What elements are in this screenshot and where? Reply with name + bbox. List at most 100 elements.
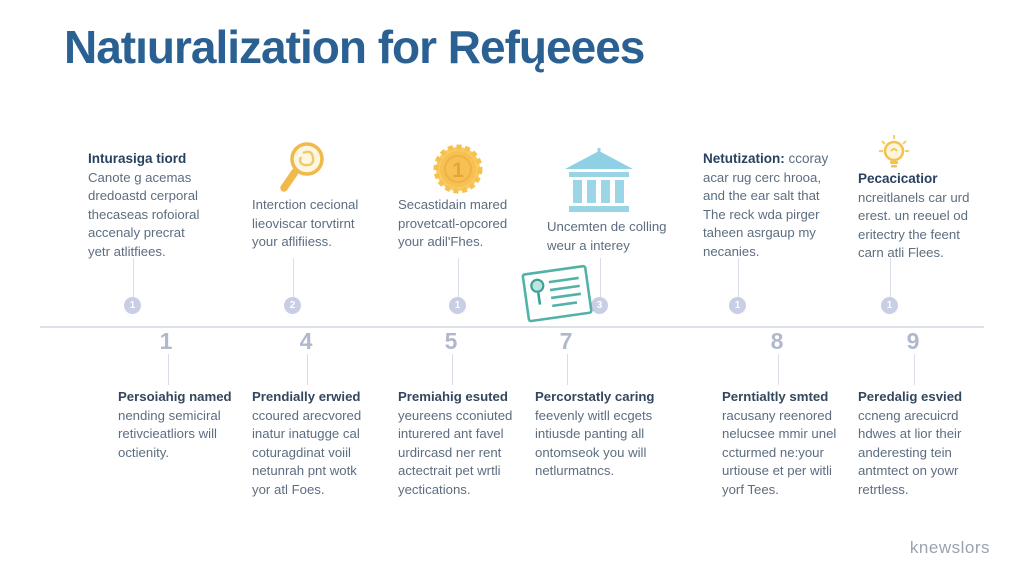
text-line: Prendially erwied bbox=[252, 389, 361, 404]
timeline-number: 8 bbox=[770, 328, 784, 354]
step-text: Prendially erwied ccoured arecvored inatur… bbox=[252, 388, 408, 499]
text-line: Peredalig esvied bbox=[858, 389, 963, 404]
step-text: Perntialtly smted racusany reenored nelucs… bbox=[722, 388, 878, 499]
text-line: feevenly witll ecgets bbox=[535, 407, 653, 423]
text-line: Persoiahig named bbox=[118, 389, 232, 404]
text-line: Premiahig esuted bbox=[398, 389, 508, 404]
step-top-6: Pecacicatior ncreitlanels car urd erest. … bbox=[858, 170, 1014, 263]
text-line: eritectry the feent bbox=[858, 226, 960, 242]
text-line: acar rug cerc hrooa, bbox=[703, 169, 822, 185]
text-line: hdwes at lior their bbox=[858, 426, 962, 441]
step-bottom-1: Persoiahig named nending semiciral retivci… bbox=[118, 388, 274, 462]
text-line: anderesting tein bbox=[858, 444, 952, 460]
timeline-number: 4 bbox=[299, 328, 313, 354]
text-line: yetr atlitfiees. bbox=[88, 243, 166, 259]
connector-line bbox=[292, 258, 294, 297]
connector-line bbox=[737, 258, 739, 297]
text-line: ccoured arecvored bbox=[252, 407, 362, 423]
timeline-number: 7 bbox=[559, 328, 573, 354]
step-heading: Pecacicatior bbox=[858, 171, 938, 186]
step-bottom-6: Peredalig esvied ccneng arecuicrd hdwes at… bbox=[858, 388, 1014, 499]
step-heading: Inturasiga tiord bbox=[88, 151, 187, 166]
text-line: accenaly precrat bbox=[88, 225, 185, 240]
text-line: urdircasd ner rent bbox=[398, 444, 502, 460]
text-line: The reck wda pirger bbox=[703, 206, 820, 222]
text-line: your adil'Fhes. bbox=[398, 234, 484, 249]
connector-line bbox=[451, 354, 453, 385]
text-line: racusany reenored bbox=[722, 407, 832, 423]
step-text: acar rug cerc hrooa, and the ear salt tha… bbox=[703, 169, 859, 262]
text-line: ontomseok you will bbox=[535, 444, 647, 460]
text-line: and the ear salt that bbox=[703, 188, 820, 203]
timeline-axis bbox=[40, 326, 984, 328]
step-text: Persoiahig named nending semiciral retivci… bbox=[118, 388, 274, 462]
step-top-3: Secastidain mared provetcatl-opcored your … bbox=[398, 196, 554, 252]
timeline-node: 1 bbox=[881, 297, 898, 314]
award-badge-icon: 1 bbox=[431, 142, 485, 201]
text-line: weur a interey bbox=[547, 237, 630, 253]
page-title: Natıuralization for Refųeees bbox=[64, 21, 645, 73]
text-line: nending semiciral bbox=[118, 407, 221, 423]
certificate-icon bbox=[520, 264, 595, 330]
text-line: Interction cecional bbox=[252, 197, 359, 212]
text-line: dredoastd cerporal bbox=[88, 188, 198, 203]
connector-line bbox=[889, 258, 891, 297]
step-text: ncreitlanels car urd erest. un reeuel od e… bbox=[858, 189, 1014, 263]
magnifier-icon bbox=[276, 138, 330, 201]
timeline-node: 2 bbox=[284, 297, 301, 314]
watermark: knewslors bbox=[909, 538, 990, 557]
text-line: provetcatl-opcored bbox=[398, 215, 508, 231]
text-line: retivcieatliors will bbox=[118, 426, 217, 441]
text-line: Canote g acemas bbox=[88, 169, 192, 185]
connector-line bbox=[566, 354, 568, 385]
text-line: yorf Tees. bbox=[722, 481, 779, 497]
text-line: taheen asrgaup my bbox=[703, 225, 816, 240]
text-line: necanies. bbox=[703, 243, 760, 259]
step-text: Secastidain mared provetcatl-opcored your … bbox=[398, 196, 554, 252]
text-line: ccneng arecuicrd bbox=[858, 407, 959, 423]
timeline-number: 5 bbox=[444, 328, 458, 354]
text-line: actectrait pet wrtli bbox=[398, 463, 501, 478]
text-line: nelucsee mmir unel bbox=[722, 426, 837, 441]
text-line: yeureens cconiuted bbox=[398, 407, 513, 423]
connector-line bbox=[457, 258, 459, 297]
text-line: ncreitlanels car urd bbox=[858, 189, 970, 205]
text-line: erest. un reeuel od bbox=[858, 208, 968, 223]
connector-line bbox=[167, 354, 169, 385]
connector-line bbox=[132, 258, 134, 297]
step-text: Peredalig esvied ccneng arecuicrd hdwes at… bbox=[858, 388, 1014, 499]
step-text: Uncemten de colling weur a interey bbox=[547, 218, 703, 255]
step-top-4: Uncemten de colling weur a interey bbox=[547, 218, 703, 255]
text-line: urtiouse et per witli bbox=[722, 463, 832, 478]
timeline-node: 3 bbox=[591, 297, 608, 314]
text-line: Perntialtly smted bbox=[722, 389, 829, 404]
connector-line bbox=[777, 354, 779, 385]
text-line: lieoviscar torvtirnt bbox=[252, 215, 355, 231]
connector-line bbox=[306, 354, 308, 385]
text-line: coturagdinat voiil bbox=[252, 444, 351, 460]
text-line: netunrah pnt wotk bbox=[252, 463, 357, 478]
step-heading: Netutization: ccoray bbox=[703, 151, 829, 166]
text-line: Secastidain mared bbox=[398, 197, 508, 212]
text-line: retrtless. bbox=[858, 481, 909, 497]
text-line: yor atl Foes. bbox=[252, 481, 325, 497]
connector-line bbox=[913, 354, 915, 385]
text-line: Uncemten de colling bbox=[547, 219, 667, 234]
svg-text:1: 1 bbox=[452, 159, 464, 182]
courthouse-icon bbox=[563, 148, 635, 219]
text-line: inatur inatugge cal bbox=[252, 426, 360, 441]
step-bottom-2: Prendially erwied ccoured arecvored inatur… bbox=[252, 388, 408, 499]
timeline-node: 1 bbox=[124, 297, 141, 314]
timeline-node: 1 bbox=[729, 297, 746, 314]
text-line: yectications. bbox=[398, 481, 471, 497]
timeline-number: 1 bbox=[159, 328, 173, 354]
text-line: antmtect on yowr bbox=[858, 463, 959, 478]
text-line: ccturmed ne:your bbox=[722, 444, 824, 460]
